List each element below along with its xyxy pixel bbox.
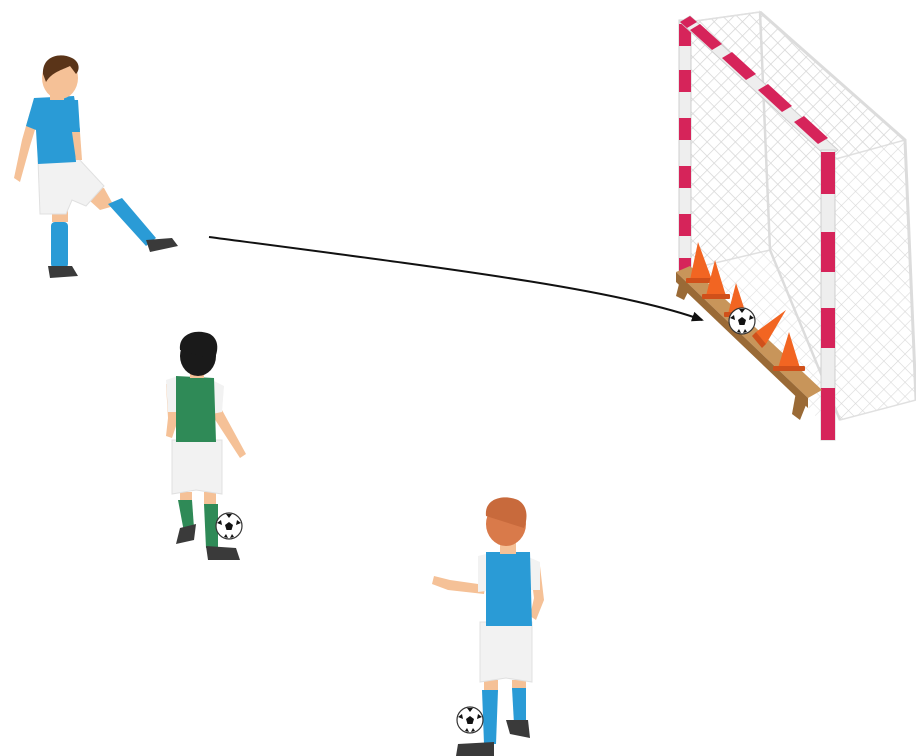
goal-right-post xyxy=(821,150,835,440)
ball-blue-vest-player xyxy=(457,707,483,733)
shot-path-arrow xyxy=(209,237,702,320)
ball-green-player xyxy=(216,513,242,539)
goal-left-post xyxy=(679,20,691,272)
player-shooter xyxy=(14,55,178,278)
player-blue-vest xyxy=(432,497,544,756)
ball-on-bench xyxy=(729,308,755,334)
